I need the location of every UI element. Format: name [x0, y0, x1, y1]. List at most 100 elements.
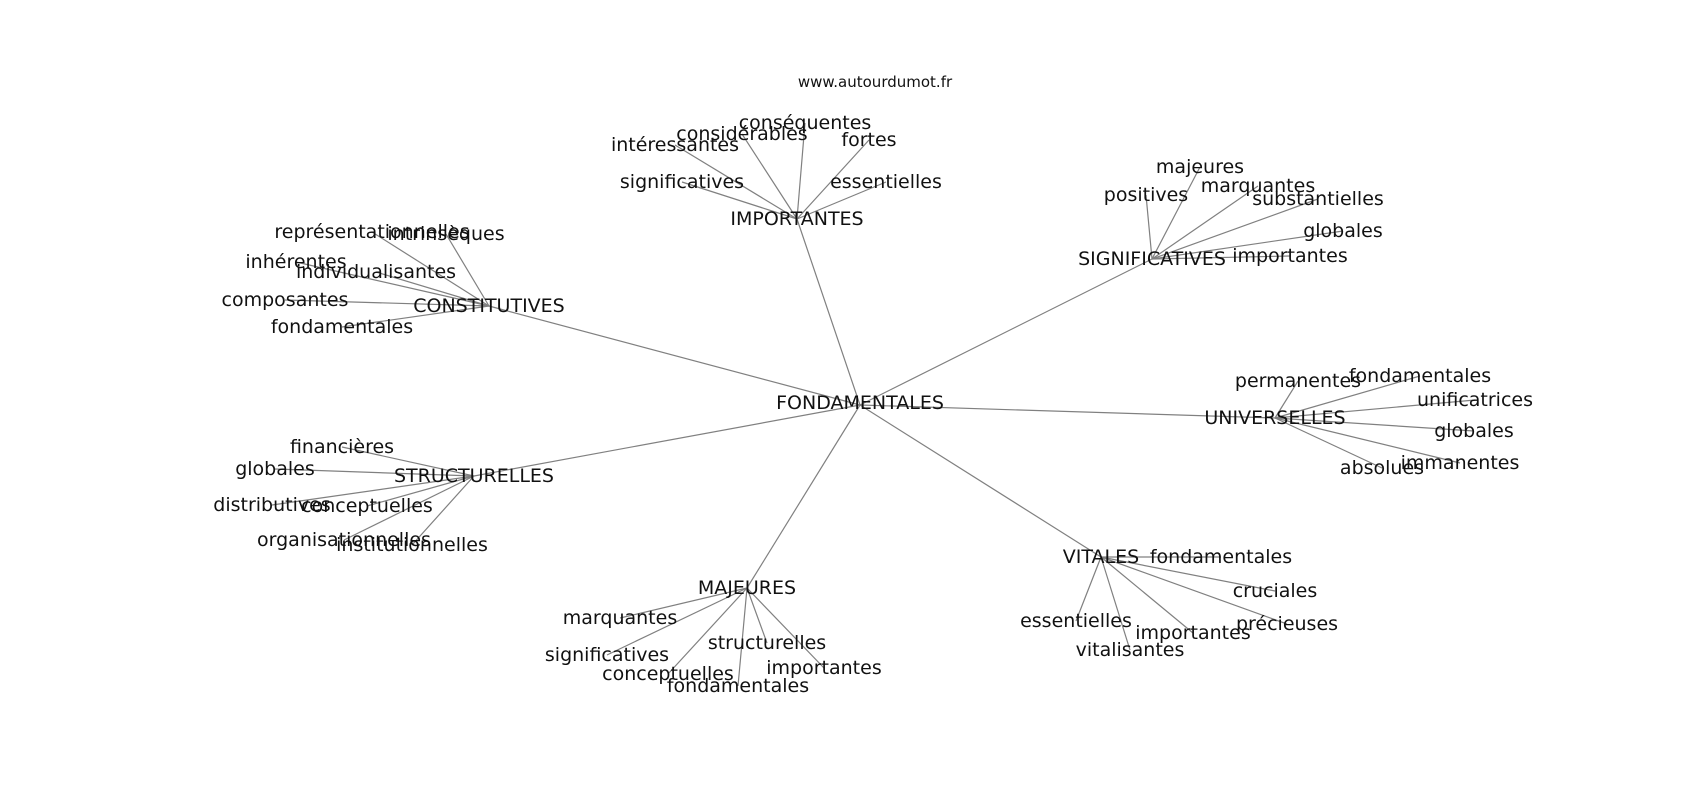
edge-constitutives-child: [445, 233, 490, 307]
edge-structurelles-child: [366, 475, 475, 507]
edge-constitutives-child: [284, 299, 490, 307]
node-majeures[interactable]: MAJEURES: [698, 577, 796, 599]
edge-significatives-child: [1151, 185, 1259, 260]
node-significatives[interactable]: SIGNIFICATIVES: [1078, 248, 1226, 270]
edge-root-majeures: [746, 404, 861, 589]
graph-edges: [271, 122, 1476, 687]
edge-universelles-child: [1274, 417, 1383, 469]
edge-majeures-child: [737, 587, 748, 687]
node-importantes-child[interactable]: conséquentes: [739, 112, 872, 134]
edge-significatives-child: [1145, 194, 1153, 260]
edge-importantes-child: [796, 139, 870, 220]
node-majeures-child[interactable]: significatives: [545, 644, 669, 666]
node-significatives-child[interactable]: importantes: [1232, 245, 1347, 267]
edge-significatives-child: [1151, 198, 1319, 260]
edge-majeures-child: [746, 587, 768, 644]
node-significatives-child[interactable]: marquantes: [1201, 175, 1315, 197]
edge-importantes-child: [741, 133, 798, 220]
node-constitutives-child[interactable]: représentationnelles: [274, 221, 469, 243]
node-majeures-child[interactable]: marquantes: [563, 607, 677, 629]
edge-constitutives-child: [341, 305, 490, 328]
node-importantes-child[interactable]: considérables: [676, 123, 807, 145]
edge-constitutives-child: [295, 261, 490, 307]
node-structurelles-child[interactable]: conceptuelles: [301, 495, 433, 517]
node-vitales-child[interactable]: précieuses: [1236, 613, 1338, 635]
edge-structurelles-child: [341, 446, 475, 477]
edge-vitales-child: [1100, 556, 1131, 651]
edge-majeures-child: [746, 587, 825, 669]
edge-importantes-child: [796, 181, 887, 220]
root-node[interactable]: FONDAMENTALES: [776, 392, 944, 414]
node-vitales-child[interactable]: essentielles: [1020, 610, 1132, 632]
edge-universelles-child: [1274, 399, 1476, 419]
edge-root-constitutives: [488, 305, 861, 406]
graph-labels: www.autourdumot.fr FONDAMENTALES IMPORTA…: [213, 73, 1533, 697]
edge-universelles-child: [1274, 417, 1475, 432]
edge-importantes-child: [796, 122, 806, 220]
node-majeures-child[interactable]: conceptuelles: [602, 663, 734, 685]
node-constitutives-child[interactable]: composantes: [222, 289, 349, 311]
edge-significatives-child: [1151, 230, 1344, 260]
node-majeures-child[interactable]: importantes: [766, 657, 881, 679]
node-vitales-child[interactable]: vitalisantes: [1076, 639, 1185, 661]
edge-majeures-child: [619, 587, 748, 619]
node-structurelles-child[interactable]: institutionnelles: [336, 534, 488, 556]
node-constitutives-child[interactable]: inhérentes: [245, 251, 346, 273]
node-importantes-child[interactable]: intéressantes: [611, 134, 739, 156]
node-structurelles-child[interactable]: distributives: [213, 494, 330, 516]
edge-root-structurelles: [473, 404, 861, 477]
edge-significatives-child: [1151, 255, 1291, 260]
node-universelles-child[interactable]: permanentes: [1235, 370, 1361, 392]
site-url[interactable]: www.autourdumot.fr: [798, 73, 953, 91]
node-universelles[interactable]: UNIVERSELLES: [1204, 407, 1345, 429]
node-significatives-child[interactable]: positives: [1104, 184, 1188, 206]
node-majeures-child[interactable]: structurelles: [708, 632, 826, 654]
edge-structurelles-child: [411, 475, 475, 546]
node-universelles-child[interactable]: absolues: [1340, 457, 1424, 479]
edge-structurelles-child: [271, 475, 475, 506]
edge-root-importantes: [796, 218, 861, 406]
edge-universelles-child: [1274, 380, 1299, 419]
node-importantes-child[interactable]: fortes: [841, 129, 896, 151]
edge-majeures-child: [667, 587, 748, 675]
node-importantes-child[interactable]: essentielles: [830, 171, 942, 193]
edge-root-vitales: [859, 404, 1102, 558]
node-structurelles[interactable]: STRUCTURELLES: [394, 465, 554, 487]
edge-root-significatives: [859, 258, 1153, 406]
node-structurelles-child[interactable]: financières: [290, 436, 394, 458]
edge-root-universelles: [859, 404, 1276, 419]
node-universelles-child[interactable]: immanentes: [1401, 452, 1520, 474]
node-universelles-child[interactable]: fondamentales: [1349, 365, 1491, 387]
node-structurelles-child[interactable]: organisationnelles: [257, 529, 431, 551]
edge-significatives-child: [1151, 166, 1201, 260]
node-constitutives[interactable]: CONSTITUTIVES: [413, 295, 565, 317]
edge-importantes-child: [681, 181, 798, 220]
node-vitales-child[interactable]: cruciales: [1233, 580, 1318, 602]
node-vitales-child[interactable]: fondamentales: [1150, 546, 1292, 568]
edge-vitales-child: [1100, 556, 1276, 592]
edge-constitutives-child: [375, 271, 490, 307]
node-universelles-child[interactable]: unificatrices: [1417, 389, 1533, 411]
node-significatives-child[interactable]: substantielles: [1252, 188, 1384, 210]
node-importantes[interactable]: IMPORTANTES: [730, 208, 863, 230]
node-structurelles-child[interactable]: globales: [235, 458, 315, 480]
edge-constitutives-child: [371, 231, 490, 307]
edge-vitales-child: [1100, 556, 1194, 634]
node-significatives-child[interactable]: globales: [1303, 220, 1383, 242]
node-vitales[interactable]: VITALES: [1063, 546, 1139, 568]
edge-universelles-child: [1274, 417, 1461, 464]
node-constitutives-child[interactable]: fondamentales: [271, 316, 413, 338]
node-importantes-child[interactable]: significatives: [620, 171, 744, 193]
node-majeures-child[interactable]: fondamentales: [667, 675, 809, 697]
node-vitales-child[interactable]: importantes: [1135, 622, 1250, 644]
edge-majeures-child: [606, 587, 748, 656]
edge-structurelles-child: [343, 475, 475, 541]
node-universelles-child[interactable]: globales: [1434, 420, 1514, 442]
node-constitutives-child[interactable]: intrinsèques: [387, 223, 504, 245]
edge-structurelles-child: [274, 468, 475, 477]
edge-importantes-child: [674, 144, 798, 220]
node-constitutives-child[interactable]: individualisantes: [296, 261, 456, 283]
edge-vitales-child: [1100, 556, 1288, 625]
node-significatives-child[interactable]: majeures: [1156, 156, 1244, 178]
